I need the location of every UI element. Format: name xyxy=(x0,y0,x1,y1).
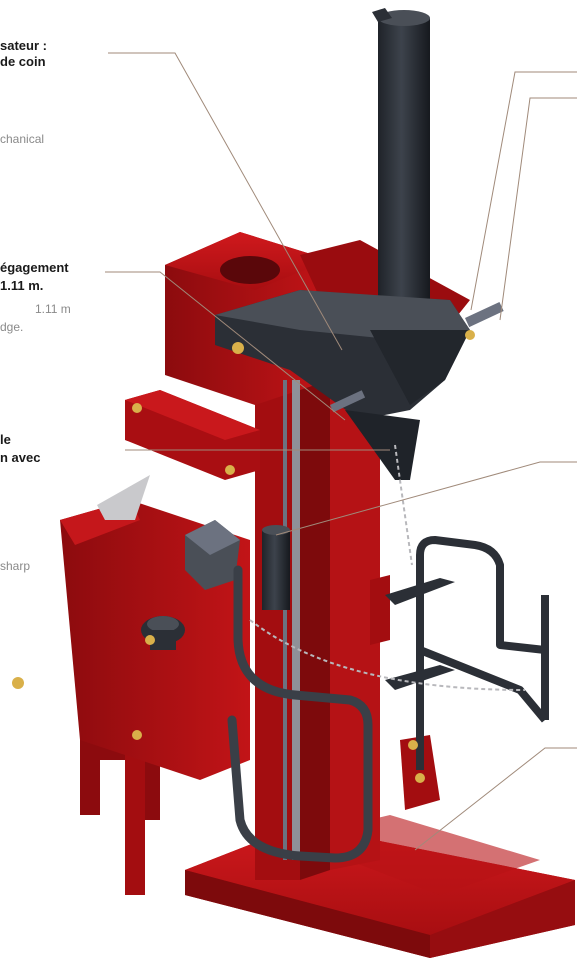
leader-line-2 xyxy=(105,271,346,421)
callout-2-en-line-2: dge. xyxy=(0,320,24,334)
callout-4-en-line-1: sharp xyxy=(0,559,31,573)
right-frame xyxy=(370,575,440,810)
operator-handle xyxy=(227,565,373,863)
hydraulic-cylinder xyxy=(372,8,430,338)
fittings xyxy=(12,330,475,783)
guide-rod xyxy=(283,380,300,860)
callout-1-en-line-1: chanical xyxy=(0,132,45,146)
leader-line-7 xyxy=(414,747,577,851)
chain xyxy=(249,444,526,691)
control-valve xyxy=(185,520,240,590)
side-shield xyxy=(97,475,150,520)
splitting-head xyxy=(215,290,504,480)
callout-1-fr-line-1: sateur : xyxy=(0,38,47,53)
callout-2-fr-line-1: égagement xyxy=(0,260,69,275)
leader-line-6 xyxy=(275,461,577,536)
callout-1-fr-line-2: de coin xyxy=(0,54,46,69)
leader-line-4 xyxy=(470,71,577,311)
leader-line-1 xyxy=(108,52,343,351)
log-support-brackets xyxy=(385,578,455,690)
log-table-frame xyxy=(416,536,549,770)
callout-2-fr-line-2: 1.11 m. xyxy=(0,278,44,293)
side-arm xyxy=(125,390,260,480)
leader-lines xyxy=(105,52,577,851)
leader-line-5 xyxy=(499,97,577,321)
callout-3-fr-line-2: n avec xyxy=(0,450,41,465)
small-cylinder xyxy=(262,525,290,610)
callout-3-fr-line-1: le xyxy=(0,432,11,447)
callout-2-en-line-1: 1.11 m xyxy=(35,302,71,316)
